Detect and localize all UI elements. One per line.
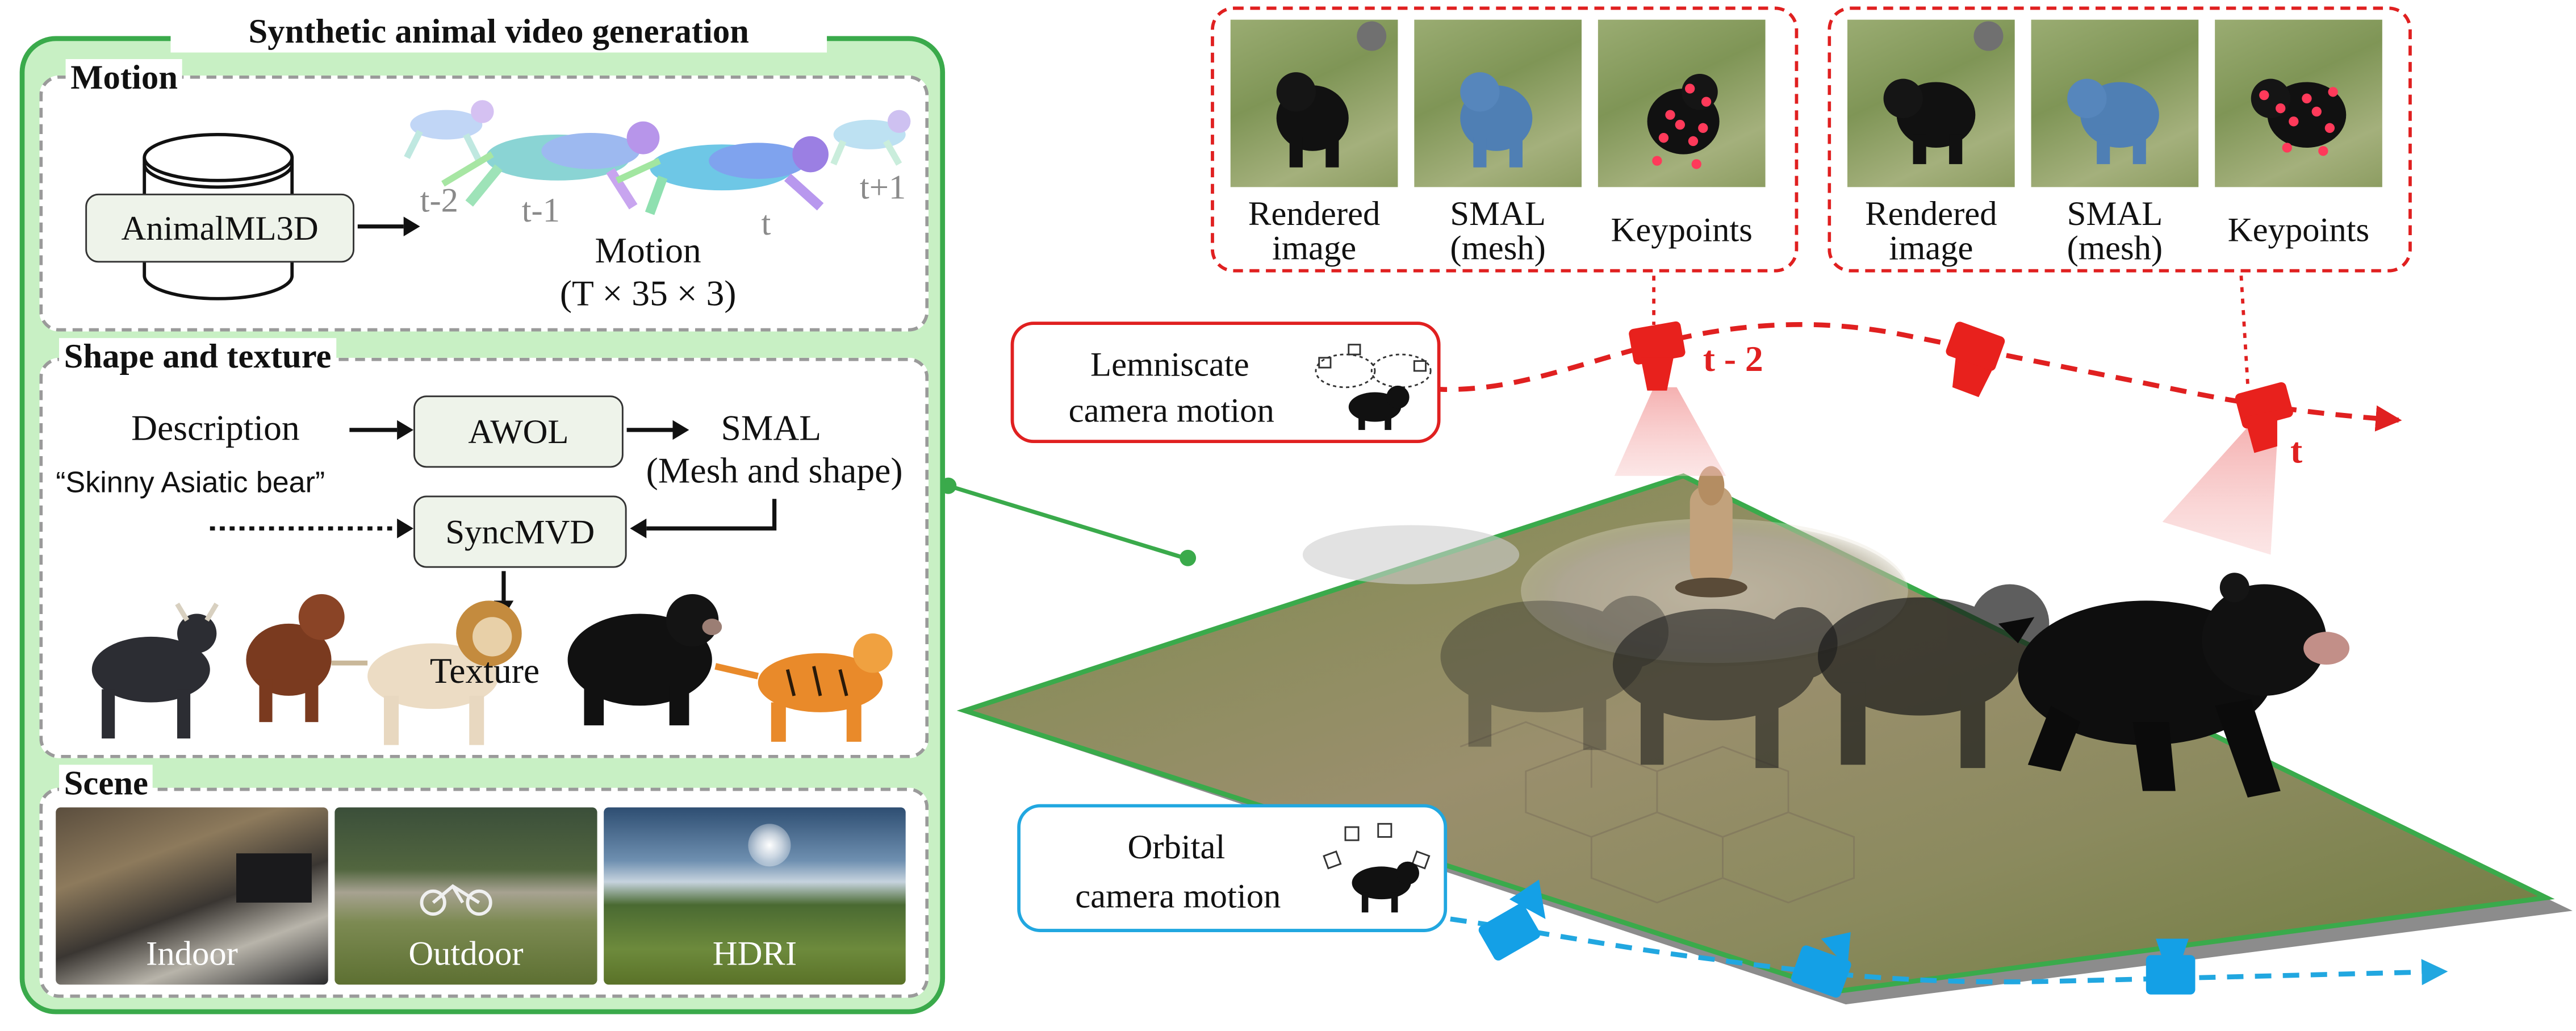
lemniscate-box: Lemniscate camera motion (1010, 322, 1441, 444)
connector-line (947, 483, 1185, 560)
red-camera-middle (1946, 322, 2005, 398)
frame-label-t-2: t-2 (420, 180, 458, 220)
smal-label-line1: SMAL (1450, 193, 1546, 233)
blue-camera-3 (2146, 938, 2196, 995)
paving-tiles (1460, 721, 1855, 904)
keypoints-label-line1: Keypoints (1611, 210, 1753, 250)
scene-hdri-label: HDRI (712, 933, 797, 974)
blue-camera-1 (1478, 879, 1546, 961)
keypoints-label: Keypoints (2209, 210, 2389, 250)
smal-mesh-icon (2067, 78, 2159, 164)
camera-label-t: t (2290, 429, 2303, 471)
animalml3d-box: AnimalML3D (85, 193, 355, 263)
ghost-shadow (1302, 525, 1520, 585)
rendered-label-line1: Rendered (1248, 193, 1381, 233)
keypoints-thumb (2215, 19, 2382, 187)
syncmvd-box: SyncMVD (413, 495, 627, 568)
smal-mesh-thumb (1414, 19, 1582, 187)
blue-camera-2 (1791, 932, 1851, 998)
connector-dot-end (1180, 549, 1197, 566)
smal-label-line1: SMAL (2067, 193, 2163, 233)
lemniscate-path (1430, 322, 2402, 432)
motion-output-shape: (T × 35 × 3) (559, 272, 737, 314)
keypoints-icon (1647, 74, 1720, 169)
scene-label: Scene (59, 765, 153, 801)
rendered-image-thumb (1847, 19, 2015, 187)
smal-mesh-label: SMAL (mesh) (2025, 193, 2205, 268)
shape-texture-label: Shape and texture (59, 338, 337, 374)
smal-label-line2: (Mesh and shape) (646, 449, 903, 491)
orbital-box: Orbital camera motion (1017, 804, 1448, 932)
orbital-path (1450, 916, 2448, 986)
keypoints-icon (2251, 78, 2347, 156)
orbital-label-line2: camera motion (1075, 876, 1281, 916)
camera-cone-t (2162, 423, 2277, 555)
smal-mesh-label: SMAL (mesh) (1408, 193, 1588, 268)
camera-label-t-2: t - 2 (1703, 338, 1763, 379)
smal-label-line1: SMAL (721, 407, 822, 448)
output-group-t: Rendered image SMAL (mesh) Keypoints (1828, 6, 2412, 273)
frame-label-t: t (761, 203, 771, 243)
motion-label: Motion (65, 59, 183, 95)
rendered-image-label: Rendered image (1224, 193, 1404, 268)
rendered-image-thumb (1230, 19, 1398, 187)
description-example: “Skinny Asiatic bear” (56, 466, 325, 499)
smal-mesh-thumb (2031, 19, 2199, 187)
description-title: Description (131, 407, 300, 448)
smal-label-line2: (mesh) (2067, 228, 2163, 268)
scene-indoor-label: Indoor (146, 933, 238, 974)
keypoints-label-line1: Keypoints (2227, 210, 2370, 250)
frame-label-t-1: t-1 (521, 190, 561, 230)
lemniscate-label-line1: Lemniscate (1090, 344, 1249, 385)
scene-outdoor: Outdoor (334, 807, 597, 985)
rendered-bear-icon (1276, 21, 1387, 168)
rendered-label-line2: image (1889, 228, 1973, 268)
tv-screen (236, 853, 312, 903)
awol-box: AWOL (413, 395, 624, 468)
lemniscate-camera-icon (1315, 344, 1432, 430)
red-camera-t-2 (1629, 321, 1686, 391)
scene-hdri: HDRI (604, 807, 906, 985)
smal-mesh-icon (1460, 72, 1533, 168)
rendered-label-line1: Rendered (1865, 193, 1997, 233)
statue (1675, 466, 1747, 598)
motion-output-title: Motion (595, 229, 701, 271)
leader-t (2239, 276, 2249, 385)
camera-cone-t-2 (1614, 387, 1726, 476)
panel-title: Synthetic animal video generation (170, 10, 827, 53)
motion-figures (404, 100, 911, 215)
textured-animals-row (91, 594, 893, 745)
lemniscate-label-line2: camera motion (1068, 390, 1274, 430)
rendered-label-line2: image (1272, 228, 1357, 268)
frame-label-t+1: t+1 (859, 167, 906, 207)
output-group-t-2: Rendered image SMAL (mesh) Keypoints (1211, 6, 1799, 273)
bicycle-icon (420, 884, 492, 916)
orbital-label-line1: Orbital (1127, 827, 1226, 867)
red-camera-t (2235, 382, 2293, 453)
scene-indoor: Indoor (56, 807, 328, 985)
keypoints-thumb (1598, 19, 1766, 187)
smal-label-line2: (mesh) (1450, 228, 1546, 268)
orbital-camera-icon (1323, 823, 1431, 913)
rendered-image-label: Rendered image (1841, 193, 2021, 268)
bear-current (1998, 573, 2350, 798)
texture-label: Texture (429, 650, 540, 691)
rendered-bear-icon (1883, 21, 2004, 164)
scene-outdoor-label: Outdoor (408, 933, 524, 974)
keypoints-label: Keypoints (1591, 210, 1772, 250)
sun-icon (748, 824, 791, 867)
